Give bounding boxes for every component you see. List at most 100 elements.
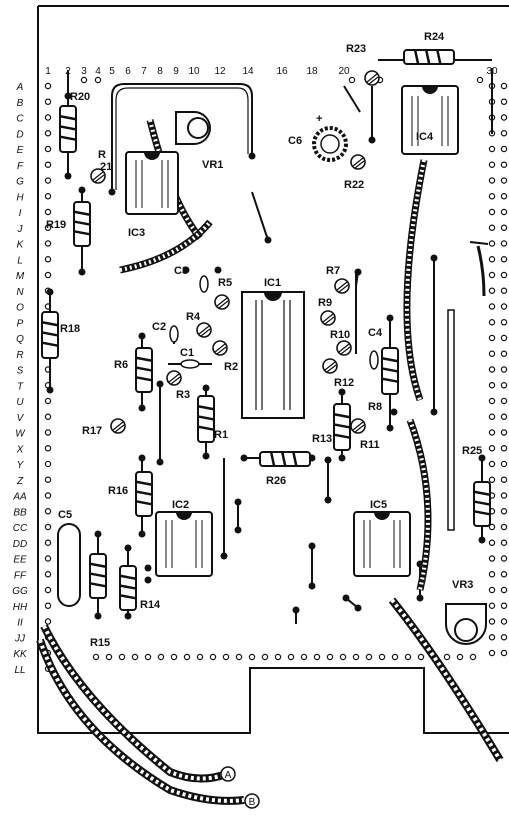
column-label: 5 — [109, 66, 115, 77]
board-hole — [500, 303, 508, 310]
board-hole — [500, 413, 508, 420]
board-hole — [500, 555, 508, 562]
board-hole — [44, 193, 52, 200]
row-label: X — [16, 444, 24, 455]
board-hole — [469, 653, 477, 661]
ic3 — [125, 151, 179, 215]
board-hole — [488, 460, 496, 468]
row-label: N — [16, 287, 24, 298]
component-label-ic1: IC1 — [264, 277, 281, 289]
resistor-body — [89, 553, 107, 599]
board-hole — [488, 413, 496, 420]
c6-symbol — [312, 126, 348, 162]
board-hole — [456, 653, 464, 661]
row-label: H — [16, 192, 24, 203]
board-hole — [44, 602, 52, 609]
board-hole — [144, 653, 152, 661]
c4-body — [369, 350, 379, 370]
board-hole — [352, 653, 360, 661]
terminal-b-label: B — [249, 797, 256, 808]
board-hole — [488, 256, 496, 263]
component-label-r15: R15 — [90, 637, 110, 649]
bead-resistor — [320, 310, 336, 326]
component-label-r17: R17 — [82, 425, 102, 437]
board-hole — [500, 618, 508, 625]
row-label: C — [16, 114, 24, 125]
row-label: AA — [12, 492, 27, 503]
wire-link-top-inner — [115, 87, 249, 190]
component-label-r25: R25 — [462, 445, 482, 457]
row-label: V — [17, 413, 25, 424]
board-hole — [488, 366, 496, 373]
vr1-symbol — [175, 111, 211, 145]
resistor-body — [333, 403, 351, 451]
wire-r22 — [343, 85, 361, 113]
column-label: 10 — [188, 66, 200, 77]
component-label-r24: R24 — [424, 31, 445, 43]
board-hole — [44, 445, 52, 452]
board-hole — [500, 445, 508, 452]
component-label-r23: R23 — [346, 43, 366, 55]
board-hole — [417, 653, 425, 661]
component-label-ic4: IC4 — [416, 131, 434, 143]
board-hole — [378, 653, 386, 661]
board-hole — [44, 271, 52, 279]
board-hole — [326, 653, 334, 661]
board-hole — [500, 208, 508, 216]
board-hole — [44, 555, 52, 562]
ic5 — [353, 511, 411, 577]
board-hole — [44, 82, 52, 90]
bead-resistor — [212, 340, 228, 356]
board-hole — [500, 634, 508, 641]
board-hole — [488, 602, 496, 609]
bead-resistor — [334, 278, 350, 294]
component-label-r10: R10 — [330, 329, 350, 341]
board-hole — [488, 303, 496, 310]
small-resistors — [90, 70, 380, 434]
board-hole — [500, 82, 508, 90]
row-label: Q — [16, 334, 24, 345]
board-hole — [488, 523, 496, 531]
board-hole — [488, 271, 496, 279]
bead-resistor — [214, 294, 230, 310]
board-hole — [80, 76, 88, 84]
column-label: 12 — [214, 66, 226, 77]
board-hole — [44, 586, 52, 594]
board-hole — [500, 508, 508, 515]
row-label: GG — [12, 586, 28, 597]
board-hole — [339, 653, 347, 661]
board-outline — [37, 5, 509, 734]
resistor-body — [135, 471, 153, 517]
board-hole — [92, 653, 100, 661]
component-label-vr3: VR3 — [452, 579, 473, 591]
board-hole — [44, 413, 52, 420]
board-hole — [488, 240, 496, 247]
board-hole — [488, 649, 496, 657]
bead-resistor — [322, 358, 338, 374]
solder-point — [182, 266, 190, 274]
column-label: 4 — [95, 66, 101, 77]
wire-vr1-link — [251, 191, 269, 241]
component-label-r21_a: R — [98, 149, 106, 161]
board-hole — [500, 177, 508, 184]
column-label: 3 — [81, 66, 87, 77]
board-hole — [235, 653, 243, 661]
board-hole — [44, 429, 52, 436]
board-hole — [404, 653, 412, 661]
resistor-body — [73, 201, 91, 247]
board-hole — [488, 145, 496, 153]
board-hole — [500, 334, 508, 342]
column-label: 14 — [242, 66, 254, 77]
board-hole — [500, 130, 508, 137]
insulated-leads — [36, 119, 504, 805]
component-label-r21_b: 21 — [100, 161, 112, 173]
resistor-body — [41, 311, 59, 359]
component-label-r8: R8 — [368, 401, 382, 413]
board-hole — [44, 161, 52, 168]
board-hole — [44, 492, 52, 499]
column-label: 9 — [173, 66, 179, 77]
resistor-body — [119, 565, 137, 611]
wire-jump-6 — [355, 271, 359, 287]
solder-point — [144, 576, 152, 584]
